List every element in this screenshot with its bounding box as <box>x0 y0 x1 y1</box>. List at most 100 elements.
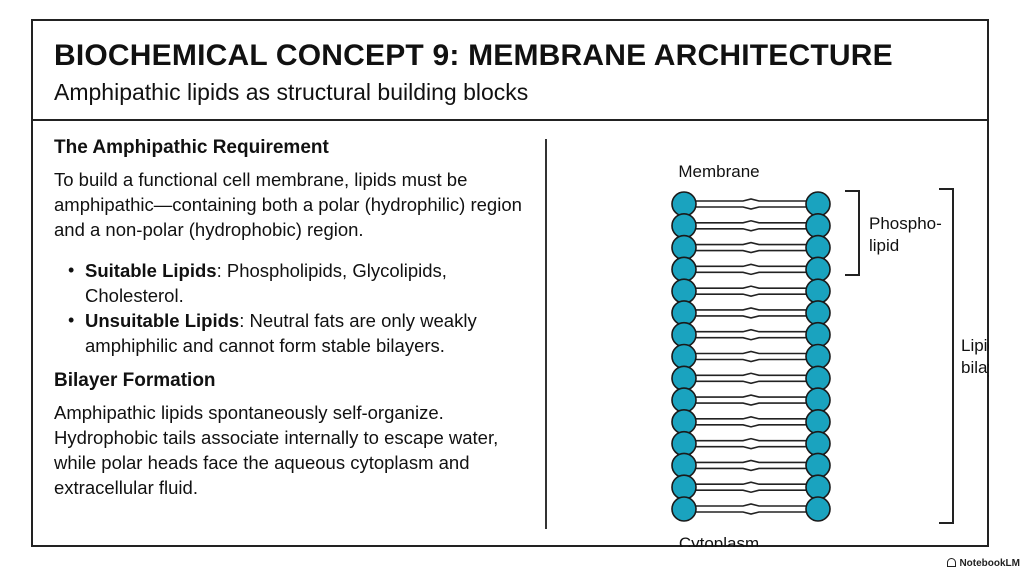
polar-head-right <box>805 191 831 217</box>
polar-head-left <box>671 256 697 283</box>
column-divider <box>545 139 547 529</box>
phospholipid-row <box>671 256 831 283</box>
membrane-label: Membrane <box>678 162 759 181</box>
polar-head-right <box>805 343 831 370</box>
phospholipid-row <box>671 278 831 304</box>
polar-head-right <box>805 321 831 348</box>
fatty-acid-tail <box>696 358 806 363</box>
page-subtitle: Amphipathic lipids as structural buildin… <box>54 79 529 105</box>
polar-head-left <box>671 409 697 435</box>
phospholipid-row <box>671 474 831 501</box>
bilayer-bracket <box>939 188 954 524</box>
phospholipid-row <box>671 496 831 522</box>
phospholipid-row <box>671 387 831 413</box>
polar-head-right <box>805 474 831 501</box>
fatty-acid-tail <box>696 481 806 486</box>
watermark-text: NotebookLM <box>959 558 1020 569</box>
fatty-acid-tail <box>696 437 806 442</box>
polar-head-left <box>671 191 697 217</box>
phospholipid-row <box>671 234 831 261</box>
fatty-acid-tail <box>696 402 806 406</box>
polar-head-left <box>671 430 697 457</box>
fatty-acid-tail <box>696 285 806 289</box>
fatty-acid-tail <box>696 293 806 297</box>
polar-head-right <box>805 409 831 435</box>
phospholipid-row <box>671 452 831 479</box>
phospholipid-rows <box>671 191 831 522</box>
bilayer-label-line2: bilayer <box>961 358 989 377</box>
polar-head-right <box>805 496 831 522</box>
page-title: BIOCHEMICAL CONCEPT 9: MEMBRANE ARCHITEC… <box>54 39 893 72</box>
fatty-acid-tail <box>696 206 806 210</box>
polar-head-left <box>671 278 697 304</box>
polar-head-left <box>671 365 697 392</box>
polar-head-right <box>805 234 831 261</box>
phospholipid-row <box>671 343 831 370</box>
notebooklm-logo-icon <box>947 558 957 567</box>
list-item-suitable: • Suitable Lipids: Phospholipids, Glycol… <box>54 258 524 308</box>
bullet-text: : Neutral fats are only weakly amphiphil… <box>85 310 477 356</box>
bullet-icon: • <box>68 310 75 330</box>
fatty-acid-tail <box>696 467 806 472</box>
polar-head-left <box>671 474 697 501</box>
phospholipid-row <box>671 191 831 217</box>
fatty-acid-tail <box>696 503 806 507</box>
fatty-acid-tail <box>696 227 806 232</box>
polar-head-left <box>671 452 697 479</box>
polar-head-left <box>671 321 697 348</box>
polar-head-left <box>671 300 697 326</box>
polar-head-right <box>805 452 831 479</box>
header: BIOCHEMICAL CONCEPT 9: MEMBRANE ARCHITEC… <box>33 21 987 121</box>
polar-head-right <box>805 256 831 283</box>
list-item-unsuitable: • Unsuitable Lipids: Neutral fats are on… <box>54 308 524 358</box>
phospholipid-row <box>671 430 831 457</box>
section-text-amphipathic: To build a functional cell membrane, lip… <box>54 169 522 240</box>
fatty-acid-tail <box>696 271 806 276</box>
phospholipid-row <box>671 300 831 326</box>
fatty-acid-tail <box>696 394 806 398</box>
polar-head-left <box>671 496 697 522</box>
fatty-acid-tail <box>696 350 806 355</box>
lipid-bilayer-diagram: Membrane Cytoplasm Phospho- lipid Lipid … <box>671 162 989 547</box>
phospholipid-row <box>671 321 831 348</box>
fatty-acid-tail <box>696 315 806 319</box>
phospholipid-label-line1: Phospho- <box>869 214 942 233</box>
bullet-text: : Phospholipids, Glycolipids, Cholestero… <box>85 260 447 306</box>
polar-head-right <box>805 365 831 392</box>
slide-frame: BIOCHEMICAL CONCEPT 9: MEMBRANE ARCHITEC… <box>31 19 989 547</box>
polar-head-left <box>671 212 697 239</box>
fatty-acid-tail <box>696 372 806 377</box>
bilayer-label-line1: Lipid <box>961 336 989 355</box>
phospholipid-bracket <box>845 190 860 276</box>
text-column: The Amphipathic Requirement To build a f… <box>54 137 524 500</box>
phospholipid-row <box>671 365 831 392</box>
fatty-acid-tail <box>696 459 806 464</box>
polar-head-right <box>805 212 831 239</box>
polar-head-left <box>671 343 697 370</box>
fatty-acid-tail <box>696 307 806 311</box>
fatty-acid-tail <box>696 219 806 224</box>
polar-head-left <box>671 387 697 413</box>
lipid-list: • Suitable Lipids: Phospholipids, Glycol… <box>54 258 524 358</box>
fatty-acid-tail <box>696 249 806 254</box>
fatty-acid-tail <box>696 328 806 333</box>
fatty-acid-tail <box>696 424 806 428</box>
phospholipid-label-line2: lipid <box>869 236 899 255</box>
fatty-acid-tail <box>696 241 806 246</box>
phospholipid-row <box>671 212 831 239</box>
polar-head-right <box>805 300 831 326</box>
bullet-icon: • <box>68 260 75 280</box>
fatty-acid-tail <box>696 198 806 202</box>
fatty-acid-tail <box>696 336 806 341</box>
bullet-label: Suitable Lipids <box>85 260 217 281</box>
phospholipid-row <box>671 409 831 435</box>
bullet-label: Unsuitable Lipids <box>85 310 240 331</box>
section-heading-bilayer: Bilayer Formation <box>54 370 216 391</box>
cytoplasm-label: Cytoplasm <box>679 534 759 547</box>
fatty-acid-tail <box>696 416 806 420</box>
fatty-acid-tail <box>696 380 806 385</box>
notebooklm-watermark: NotebookLM <box>947 558 1020 569</box>
polar-head-right <box>805 430 831 457</box>
polar-head-left <box>671 234 697 261</box>
fatty-acid-tail <box>696 263 806 268</box>
